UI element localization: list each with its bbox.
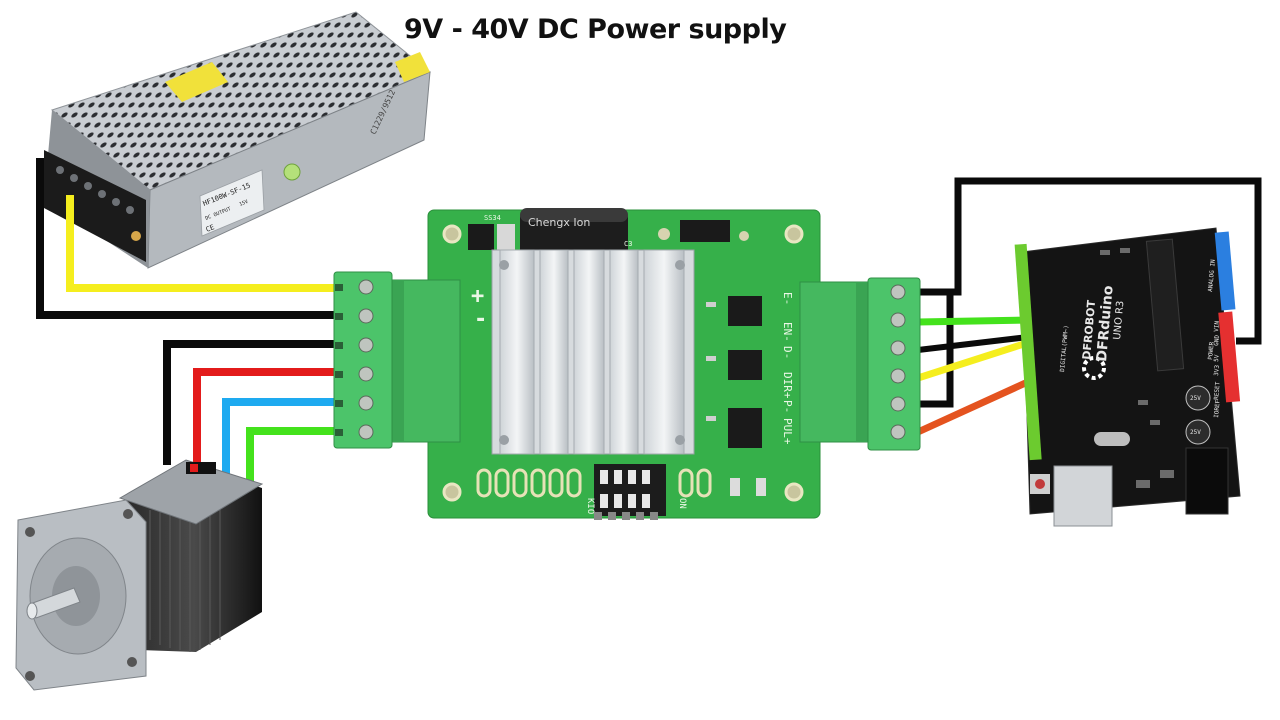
arduino-board: 25V 25V DFROBOT DFRduino UNO R3 DIGITAL(… [1014, 227, 1241, 527]
wire-green [917, 316, 1033, 326]
wire-motor-black [163, 340, 340, 465]
driver-terminal-right-screws [890, 284, 906, 440]
driver-ss34-label: SS34 [484, 214, 501, 222]
driver-c3-label: C3 [624, 240, 632, 248]
arduino-pin-ioref-label: IOREF [1213, 399, 1222, 418]
arduino-board-label: DFRduino [1094, 285, 1117, 363]
driver-d-label: D- [781, 346, 794, 359]
psu-led-icon [283, 163, 301, 181]
arduino-digital-label: DIGITAL(PWM~) [1059, 325, 1070, 372]
driver-p-label: P- [781, 400, 794, 413]
driver-cap-label: Chengx Ion [528, 216, 590, 229]
driver-minus-label: - [474, 307, 487, 332]
driver-heatsink [491, 249, 695, 455]
wire-motor-green [246, 427, 340, 484]
arduino-cap2-label: 25V [1190, 429, 1201, 436]
driver-terminal-left-screws [358, 279, 374, 440]
arduino-pin-reset-label: RESET [1213, 381, 1222, 400]
arduino-pcb [1021, 227, 1241, 515]
driver-en-label: EN- [781, 322, 794, 342]
driver-mount-holes [442, 224, 804, 502]
psu-cert-label: CE [205, 223, 216, 234]
wires [36, 158, 1262, 484]
arduino-pin-vin-label: VIN [1213, 320, 1221, 332]
wire-orange [916, 376, 1034, 436]
arduino-usb-port [1053, 465, 1113, 527]
arduino-pin-5v-label: 5V [1213, 354, 1221, 362]
arduino-pin-3v3-label: 3V3 [1213, 364, 1221, 376]
driver-e-label: E- [781, 292, 794, 305]
diagram-title: 9V - 40V DC Power supply [404, 14, 787, 45]
wire-psu-vplus [66, 195, 340, 292]
wire-gnd-loop [950, 177, 1262, 345]
wire-psu-gnd [36, 158, 340, 319]
driver-terminal-left [333, 271, 393, 449]
driver-plus-label: + [471, 284, 484, 309]
stepper-motor [15, 459, 264, 691]
arduino-dc-jack [1185, 447, 1229, 515]
arduino-cap1-label: 25V [1190, 395, 1201, 402]
arduino-gear-icon [1082, 356, 1106, 380]
driver-kio-label: KIO [585, 498, 595, 514]
wire-motor-red [193, 368, 340, 470]
stepper-driver-board: + - SS34 Chengx Ion C3 [333, 208, 921, 520]
driver-terminal-right [867, 277, 921, 451]
arduino-version-label: UNO R3 [1112, 300, 1126, 340]
arduino-power-header [1218, 311, 1241, 403]
arduino-mcu-chip [1145, 238, 1185, 372]
wire-yellow [916, 338, 1032, 382]
arduino-pin-gnd-label: GND [1213, 334, 1221, 346]
power-supply: HF100W-SF-15 DC OUTPUT 15V CE C1229/9512 [44, 11, 431, 269]
driver-dir-label: DIR+ [781, 372, 794, 399]
arduino-brand-label: DFROBOT [1080, 299, 1098, 360]
arduino-analog-label: ANALOG IN [1207, 259, 1217, 292]
wire-motor-blue [222, 398, 340, 478]
driver-opto-3 [728, 408, 762, 448]
driver-pul-label: PUL+ [781, 418, 794, 445]
driver-on-label: ON [677, 498, 687, 509]
psu-rating-label: 15V [239, 199, 250, 208]
driver-opto-1 [728, 296, 762, 326]
wire-ep-black [917, 334, 1029, 353]
arduino-analog-header [1214, 231, 1236, 311]
arduino-power-label: POWER [1207, 341, 1216, 360]
arduino-digital-header [1014, 243, 1042, 461]
driver-opto-2 [728, 350, 762, 380]
